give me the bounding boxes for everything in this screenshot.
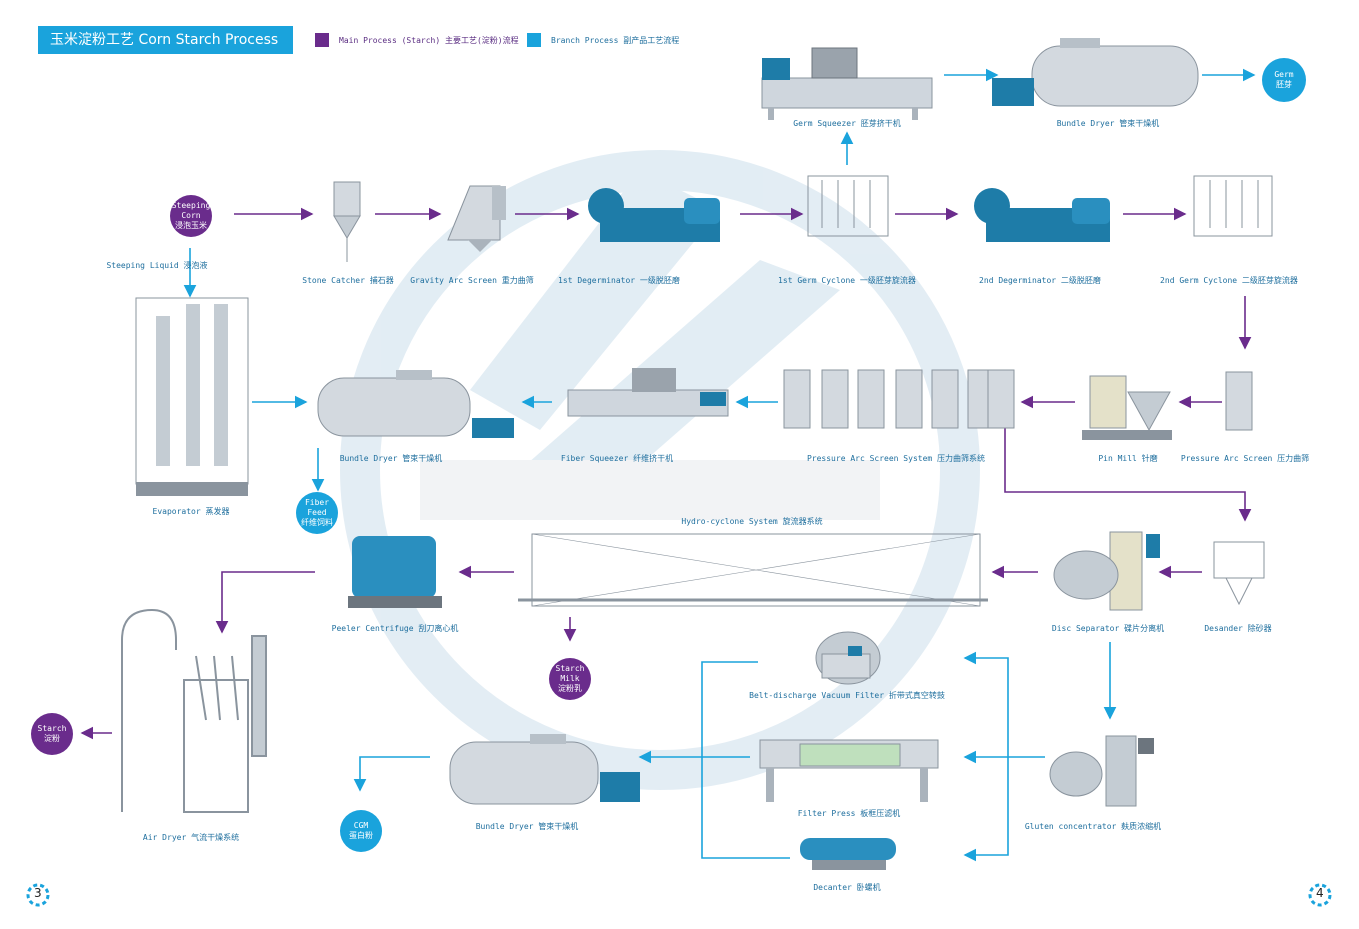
page-number-left: 3: [34, 886, 42, 900]
node-fiber-feed: Fiber Feed 纤维饲料: [296, 492, 338, 534]
decanter-illustration: [800, 838, 896, 870]
bundle-dryer-mid-illustration: [317, 370, 514, 438]
label-fiber-squeezer: Fiber Squeezer 纤维挤干机: [560, 454, 674, 463]
legend-main: Main Process (Starch) 主要工艺(淀粉)流程: [315, 33, 519, 47]
node-germ-line2: 胚芽: [1276, 80, 1292, 89]
node-starch-milk-line2: Milk: [560, 674, 580, 683]
label-steeping-liquid: Steeping Liquid 浸泡液: [106, 261, 208, 270]
germ-squeezer-illustration: [761, 47, 933, 120]
legend-branch-label: Branch Process 副产品工艺流程: [551, 35, 680, 45]
label-stone-catcher: Stone Catcher 捕石器: [302, 276, 394, 285]
gravity-arc-screen-illustration: [447, 185, 506, 252]
label-evaporator: Evaporator 蒸发器: [152, 507, 230, 516]
pressure-arc-system-illustration: [783, 369, 1015, 429]
evaporator-illustration: [135, 297, 249, 496]
node-steeping-corn-line2: Corn: [181, 211, 201, 220]
label-germ-cyclone-2: 2nd Germ Cyclone 二级胚芽旋流器: [1160, 276, 1298, 285]
degerminator-1-illustration: [588, 188, 720, 242]
legend-main-label: Main Process (Starch) 主要工艺(淀粉)流程: [339, 35, 519, 45]
node-starch-milk-line3: 淀粉乳: [558, 684, 582, 693]
label-germ-cyclone-1: 1st Germ Cyclone 一级胚芽旋流器: [778, 276, 916, 285]
filter-press-illustration: [759, 739, 939, 802]
air-dryer-illustration: [121, 608, 267, 813]
main-process-arrows: [80, 207, 1252, 740]
node-starch-line1: Starch: [37, 724, 67, 733]
label-pressure-arc: Pressure Arc Screen 压力曲筛: [1180, 454, 1310, 463]
label-filter-press: Filter Press 板框压滤机: [797, 809, 901, 818]
label-gluten-concentrator: Gluten concentrator 麸质浓缩机: [1024, 822, 1162, 831]
node-steeping-corn-line3: 浸泡玉米: [175, 221, 207, 230]
branch-process-arrows: [183, 68, 1256, 862]
label-degerminator-1: 1st Degerminator 一级脱胚磨: [558, 276, 680, 285]
label-decanter: Decanter 卧螺机: [813, 883, 881, 892]
label-pressure-arc-system: Pressure Arc Screen System 压力曲筛系统: [806, 454, 986, 463]
label-hydrocyclone: Hydro-cyclone System 旋流器系统: [681, 517, 823, 526]
legend-branch-swatch: [527, 33, 541, 47]
page-number-right: 4: [1316, 886, 1324, 900]
page-title: 玉米淀粉工艺 Corn Starch Process: [38, 26, 293, 54]
label-pin-mill: Pin Mill 针磨: [1098, 454, 1158, 463]
node-starch-line2: 淀粉: [44, 734, 60, 743]
page-gear-left-icon: [26, 883, 50, 907]
node-fiber-feed-line2: Feed: [307, 508, 327, 517]
node-steeping-corn: Steeping Corn 浸泡玉米: [170, 195, 212, 237]
node-cgm-line2: 蛋白粉: [349, 831, 373, 840]
label-gravity-arc: Gravity Arc Screen 重力曲筛: [410, 276, 534, 285]
disc-separator-illustration: [1053, 531, 1160, 611]
label-bundle-dryer-mid: Bundle Dryer 管束干燥机: [339, 454, 443, 463]
label-desander: Desander 除砂器: [1204, 624, 1272, 633]
desander-illustration: [1213, 541, 1265, 606]
legend-main-swatch: [315, 33, 329, 47]
bundle-dryer-top-illustration: [992, 38, 1199, 107]
node-starch-milk: Starch Milk 淀粉乳: [549, 658, 591, 700]
label-air-dryer: Air Dryer 气流干燥系统: [142, 833, 240, 842]
hydrocyclone-system-illustration: [518, 533, 988, 607]
label-germ-squeezer: Germ Squeezer 胚芽挤干机: [793, 119, 901, 128]
node-starch-milk-line1: Starch: [555, 664, 585, 673]
node-fiber-feed-line1: Fiber: [304, 498, 330, 507]
legend-branch: Branch Process 副产品工艺流程: [527, 33, 679, 47]
germ-cyclone-2-illustration: [1193, 175, 1273, 237]
label-peeler: Peeler Centrifuge 刮刀离心机: [331, 624, 459, 633]
fiber-squeezer-illustration: [567, 368, 729, 417]
node-starch: Starch 淀粉: [31, 713, 73, 755]
pressure-arc-screen-illustration: [1225, 371, 1253, 431]
node-germ: Germ 胚芽: [1262, 58, 1306, 102]
label-belt-filter: Belt-discharge Vacuum Filter 折带式真空转鼓: [749, 691, 945, 700]
watermark: [340, 150, 980, 790]
label-bundle-dryer-bottom: Bundle Dryer 管束干燥机: [475, 822, 579, 831]
degerminator-2-illustration: [974, 188, 1110, 242]
label-degerminator-2: 2nd Degerminator 二级脱胚磨: [979, 276, 1101, 285]
bundle-dryer-bottom-illustration: [449, 734, 640, 805]
node-fiber-feed-line3: 纤维饲料: [301, 518, 333, 527]
equipment-drawings: [121, 38, 1273, 870]
belt-filter-illustration: [815, 631, 881, 685]
germ-cyclone-1-illustration: [807, 175, 889, 237]
label-bundle-dryer-top: Bundle Dryer 管束干燥机: [1056, 119, 1160, 128]
page-gear-right-icon: [1308, 883, 1332, 907]
node-germ-line1: Germ: [1274, 70, 1294, 79]
node-steeping-corn-line1: Steeping: [171, 201, 211, 210]
stone-catcher-illustration: [333, 181, 361, 262]
node-cgm-line1: CGM: [353, 821, 369, 830]
label-disc-separator: Disc Separator 碟片分离机: [1051, 624, 1165, 633]
node-cgm: CGM 蛋白粉: [340, 810, 382, 852]
gluten-concentrator-illustration: [1049, 735, 1154, 807]
peeler-centrifuge-illustration: [348, 536, 442, 608]
pin-mill-illustration: [1082, 375, 1172, 440]
